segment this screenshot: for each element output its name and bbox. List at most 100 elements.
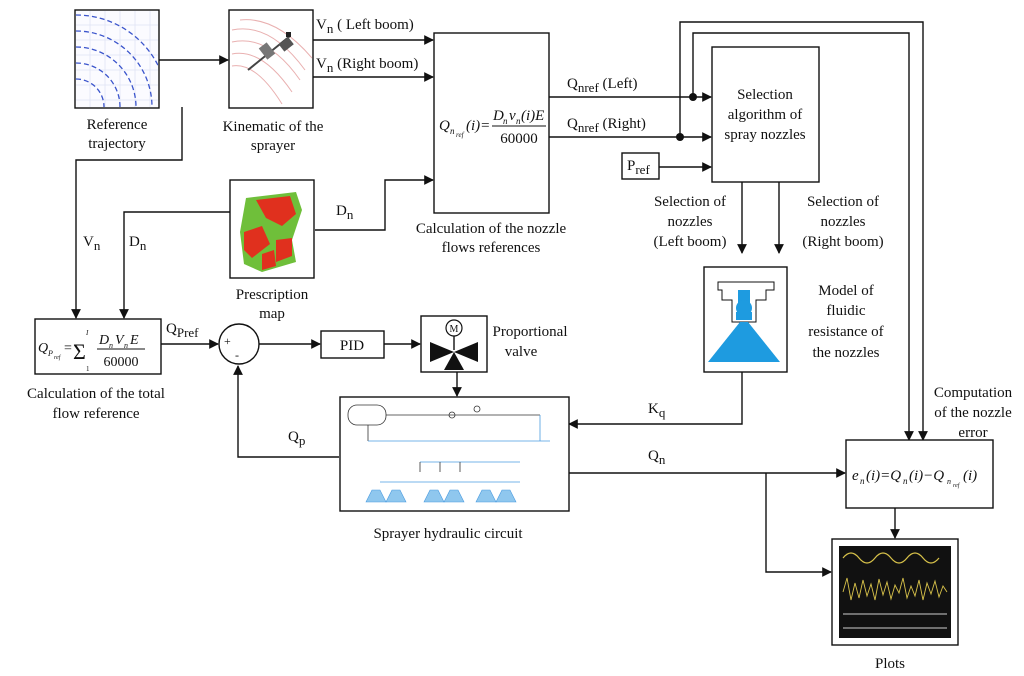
reference-label-1: Reference [87, 117, 148, 133]
sel-right-2: nozzles [821, 214, 866, 230]
plots-caption: Plots [875, 656, 905, 672]
fluidic-1: Model of [818, 283, 873, 299]
svg-text:=: = [64, 341, 72, 356]
svg-text:60000: 60000 [500, 131, 538, 147]
svg-text:Q: Q [439, 118, 450, 134]
connection-wires [71, 21, 928, 577]
svg-text:n: n [109, 341, 113, 350]
kq-label: Kq [648, 401, 666, 420]
plots-block: Plots [831, 538, 959, 672]
svg-text:v: v [509, 108, 516, 124]
svg-text:n: n [903, 476, 908, 486]
svg-text:n: n [450, 126, 455, 136]
total-flow-formula: Q P ref = Σ I 1 D n V n E 60000 [38, 329, 145, 373]
svg-text:D: D [98, 333, 109, 348]
nozzle-flow-formula: Q n ref (i)= D n v n (i)E 60000 [439, 108, 546, 147]
svg-text:60000: 60000 [104, 355, 139, 370]
sprayer-kinematic-icon [231, 19, 312, 105]
qn-label: Qn [648, 448, 666, 467]
svg-text:(i)=: (i)= [466, 118, 490, 134]
svg-text:1: 1 [86, 365, 90, 373]
qpref-label: QPref [166, 321, 199, 340]
error-block: e n (i)=Q n (i)−Q n ref (i) Computation … [845, 385, 1013, 509]
error-label-1: Computation [934, 385, 1013, 401]
svg-text:n: n [860, 476, 865, 486]
dn-side-label: Dn [129, 234, 147, 253]
sel-left-3: (Left boom) [654, 234, 727, 250]
total-flow-caption-1: Calculation of the total [27, 386, 165, 402]
sum-plus-sign: + [224, 334, 231, 348]
svg-text:n: n [503, 116, 508, 126]
qnref-left-label: Qnref (Left) [567, 76, 638, 95]
sum-junction: + - [218, 323, 260, 365]
svg-text:D: D [492, 108, 504, 124]
svg-text:Q: Q [38, 341, 48, 356]
svg-text:(i): (i) [963, 468, 977, 484]
sel-right-3: (Right boom) [802, 234, 883, 250]
svg-text:n: n [124, 341, 128, 350]
nozzle-calc-caption-2: flows references [442, 240, 541, 256]
error-label-3: error [958, 425, 987, 441]
kinematic-label-1: Kinematic of the [223, 119, 324, 135]
valve-icon: M [430, 319, 478, 370]
nozzle-calc-caption-1: Calculation of the nozzle [416, 221, 567, 237]
qp-label: Qp [288, 429, 305, 448]
sum-minus-sign: - [235, 348, 239, 362]
selection-label-2: algorithm of [728, 107, 803, 123]
pid-block: PID [320, 330, 385, 359]
svg-text:(i)−Q: (i)−Q [909, 468, 944, 484]
svg-text:ref: ref [953, 482, 961, 489]
sel-left-1: Selection of [654, 194, 726, 210]
trajectory-arcs-icon [76, 11, 158, 107]
selection-left-labels: Selection of nozzles (Left boom) [654, 194, 727, 250]
error-formula: e n (i)=Q n (i)−Q n ref (i) [852, 468, 977, 489]
svg-text:e: e [852, 468, 859, 484]
prescription-map-block: Prescription map [229, 179, 315, 322]
selection-label-3: spray nozzles [724, 127, 805, 143]
valve-label-2: valve [505, 344, 538, 360]
svg-text:ref: ref [456, 131, 465, 139]
dn-map-label: Dn [336, 203, 354, 222]
hydraulic-circuit-block: Sprayer hydraulic circuit [339, 396, 570, 542]
svg-text:E: E [129, 333, 139, 348]
prescription-label-2: map [259, 306, 285, 322]
vn-left-label: Vn ( Left boom) [316, 17, 414, 36]
fluidic-4: the nozzles [812, 345, 879, 361]
svg-text:n: n [947, 477, 951, 486]
svg-text:Σ: Σ [73, 339, 86, 364]
hydraulic-nozzle-cones [365, 489, 517, 503]
nozzle-flows-calc-block: Q n ref (i)= D n v n (i)E 60000 Calculat… [416, 32, 567, 256]
reference-label-2: trajectory [88, 136, 146, 152]
kinematic-block: Kinematic of the sprayer [223, 9, 324, 154]
fluidic-2: fluidic [826, 303, 865, 319]
pid-label: PID [340, 338, 364, 354]
vn-right-label: Vn (Right boom) [316, 56, 418, 75]
svg-text:V: V [115, 333, 125, 348]
svg-text:P: P [47, 349, 53, 358]
pref-label: Pref [627, 158, 650, 177]
valve-label-1: Proportional [493, 324, 568, 340]
svg-text:(i)=Q: (i)=Q [866, 468, 901, 484]
sel-right-1: Selection of [807, 194, 879, 210]
proportional-valve-block: M Proportional valve [420, 315, 568, 373]
nozzle-icon [708, 281, 780, 362]
qnref-right-label: Qnref (Right) [567, 116, 646, 135]
total-flow-caption-2: flow reference [52, 406, 139, 422]
selection-right-labels: Selection of nozzles (Right boom) [802, 194, 883, 250]
oscilloscope-icon [839, 546, 951, 638]
prescription-map-icon [240, 192, 302, 272]
reference-trajectory-block: Reference trajectory [74, 9, 160, 152]
svg-text:ref: ref [54, 354, 62, 361]
total-flow-block: Q P ref = Σ I 1 D n V n E 60000 Calculat… [27, 318, 165, 422]
prescription-label-1: Prescription [236, 287, 309, 303]
vn-side-label: Vn [83, 234, 101, 253]
svg-text:I: I [85, 329, 89, 337]
hydraulic-schematic-icon [347, 404, 550, 483]
fluidic-3: resistance of [808, 324, 883, 340]
sel-left-2: nozzles [668, 214, 713, 230]
svg-text:(i)E: (i)E [521, 108, 544, 124]
selection-label-1: Selection [737, 87, 793, 103]
svg-text:M: M [450, 324, 459, 335]
nozzle-model-block [703, 266, 788, 373]
